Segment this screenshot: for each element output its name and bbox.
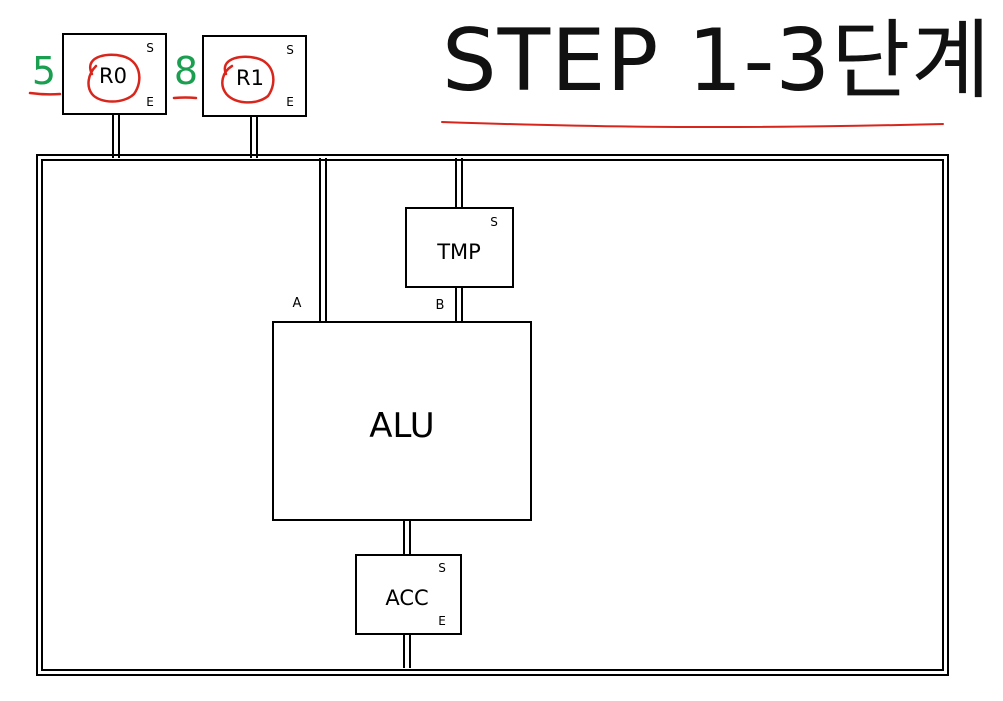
alu-input-a-label: A xyxy=(293,296,302,311)
register-tmp-set-label: S xyxy=(490,215,498,229)
alu-input-b-label: B xyxy=(436,298,445,313)
r0-value-underline xyxy=(28,91,62,96)
register-r1: R1 S E xyxy=(202,35,307,117)
register-r0: R0 S E xyxy=(62,33,167,115)
annotations: 5 8 xyxy=(28,49,944,129)
alu-label: ALU xyxy=(369,406,434,446)
register-r0-enable-label: E xyxy=(146,95,154,109)
register-r1-label: R1 xyxy=(236,66,264,90)
r0-circle-annotation xyxy=(87,53,141,103)
register-tmp-label: TMP xyxy=(436,240,481,264)
page-title: STEP 1-3단계 xyxy=(442,11,992,111)
register-acc-enable-label: E xyxy=(438,614,446,628)
alu-a-connector xyxy=(319,158,327,322)
register-r0-label: R0 xyxy=(99,64,127,88)
r1-bus-connector xyxy=(250,116,258,158)
register-acc-set-label: S xyxy=(438,561,446,575)
r1-value-underline xyxy=(172,96,198,100)
tmp-bus-connector xyxy=(455,158,463,208)
r1-circle-annotation xyxy=(221,55,275,104)
alu-unit: ALU A B xyxy=(272,296,532,521)
register-tmp: TMP S xyxy=(405,207,514,288)
register-acc-label: ACC xyxy=(385,586,428,610)
title-underline xyxy=(441,121,944,129)
register-r1-set-label: S xyxy=(286,43,294,57)
acc-bus-connector xyxy=(403,634,411,668)
r0-bus-connector xyxy=(112,114,120,158)
r0-value: 5 xyxy=(32,49,56,93)
register-r1-enable-label: E xyxy=(286,95,294,109)
alu-acc-connector xyxy=(403,520,411,555)
r1-value: 8 xyxy=(174,49,198,93)
tmp-alu-connector xyxy=(455,287,463,322)
main-bus xyxy=(36,154,949,676)
register-acc: ACC S E xyxy=(355,554,462,635)
register-r0-set-label: S xyxy=(146,41,154,55)
